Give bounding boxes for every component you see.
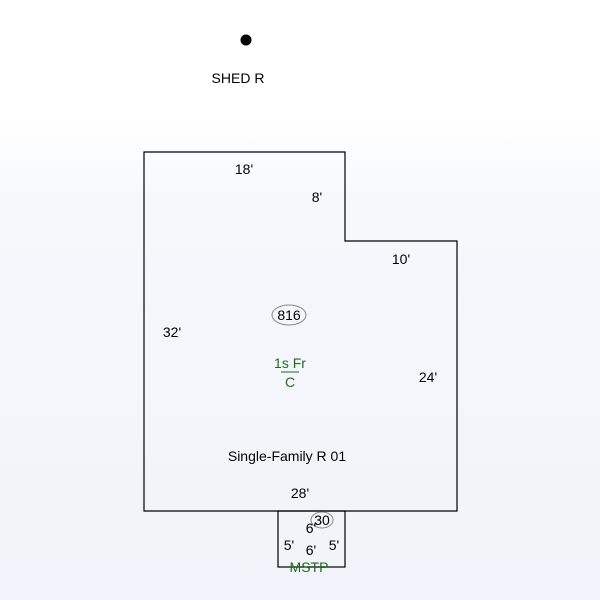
stoop-dim-left: 5'	[284, 537, 294, 553]
dim-notch-vertical: 8'	[312, 189, 322, 205]
dim-top: 18'	[235, 161, 253, 177]
stoop-label: MSTP	[290, 559, 329, 575]
dim-right: 24'	[419, 369, 437, 385]
floor-class: C	[285, 374, 295, 390]
dim-notch-horizontal: 10'	[392, 251, 410, 267]
main-structure-outline	[143, 151, 458, 512]
stoop-dim-bottom: 6'	[306, 542, 316, 558]
stoop-area-ellipse	[310, 511, 334, 529]
stoop-dim-right: 5'	[329, 537, 339, 553]
stoop-outline	[277, 510, 346, 568]
floor-label: 1s Fr	[274, 355, 306, 371]
area-label: 816	[277, 307, 301, 323]
shed-marker	[240, 34, 252, 46]
stoop-area: 30	[314, 512, 330, 528]
dim-left: 32'	[163, 324, 181, 340]
shed-label: SHED R	[212, 70, 265, 86]
dim-bottom: 28'	[291, 485, 309, 501]
stoop-dim-top: 6'	[306, 520, 316, 536]
structure-description: Single-Family R 01	[228, 448, 346, 464]
area-ellipse	[271, 304, 307, 326]
